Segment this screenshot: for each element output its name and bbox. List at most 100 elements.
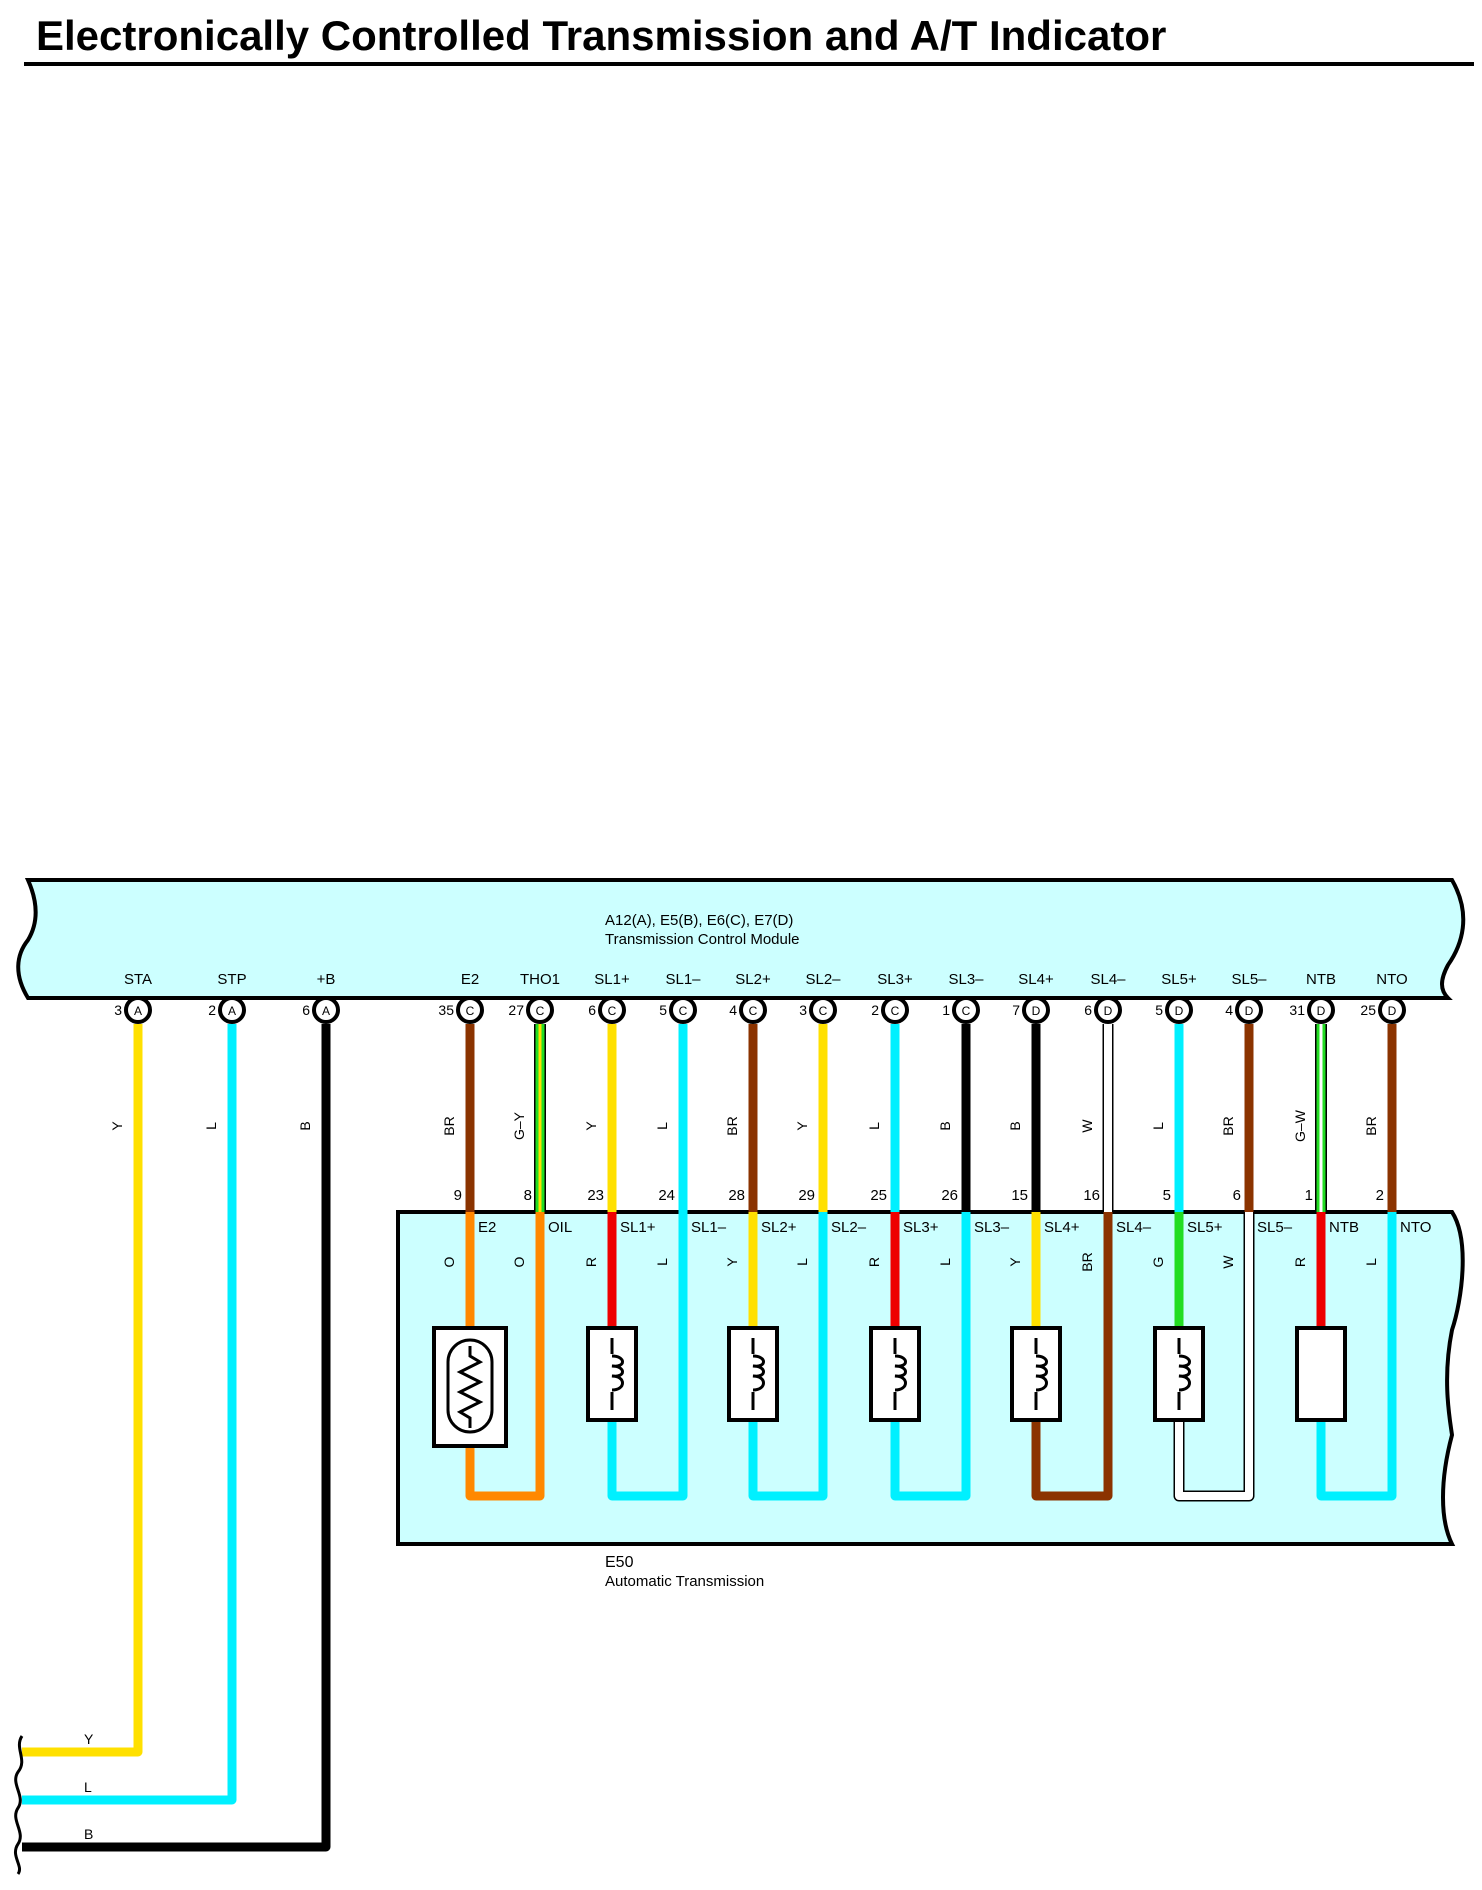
tcm-wire-STA	[22, 1024, 143, 1757]
e50-name: Automatic Transmission	[605, 1573, 764, 1590]
e50-pin-number: 24	[658, 1187, 675, 1204]
e50-wire-loop	[1316, 1212, 1397, 1501]
e50-pin-number: 8	[524, 1187, 532, 1204]
e50-wire-loop-base	[1175, 1212, 1253, 1500]
e50-pin-number: 26	[941, 1187, 958, 1204]
solenoid-sl3	[869, 1326, 921, 1422]
tcm-pin-number: 31	[1289, 1002, 1305, 1018]
connector-pin-C	[952, 996, 980, 1024]
wire-color-label: B	[1007, 1121, 1023, 1130]
connector-pin-C	[598, 996, 626, 1024]
tcm-pin-number: 4	[1225, 1002, 1233, 1018]
resistor-icon	[456, 1346, 484, 1428]
e50-wire-loop	[748, 1212, 828, 1501]
wire-color-label: Y	[794, 1121, 810, 1131]
continuation-label: B	[84, 1826, 93, 1842]
connector-letter: A	[134, 1004, 142, 1018]
tcm-pin-number: 4	[729, 1002, 737, 1018]
tcm-pin-number: 1	[942, 1002, 950, 1018]
tcm-wire-STP-base	[22, 1024, 237, 1805]
tcm-pin-number: 7	[1012, 1002, 1020, 1018]
wire-color-label: Y	[583, 1121, 599, 1131]
tcm-pin-label: SL4+	[1018, 971, 1054, 988]
e50-wire-label: BR	[1079, 1252, 1095, 1271]
e50-terminal-label: SL1+	[620, 1219, 656, 1236]
connector-pin-D	[1094, 996, 1122, 1024]
connector-pin-C	[669, 996, 697, 1024]
connector-pin-C	[809, 996, 837, 1024]
e50-wire-loop	[1031, 1212, 1113, 1501]
e50-terminal-label: SL3+	[903, 1219, 939, 1236]
tcm-wire-STA-base	[22, 1024, 143, 1757]
tcm-pin-number: 27	[508, 1002, 524, 1018]
e50-wire-label: L	[937, 1258, 953, 1266]
connector-letter: D	[1175, 1004, 1184, 1018]
continuation-break	[13, 1735, 24, 1875]
connector-pin-D	[1378, 996, 1406, 1024]
tcm-pin-number: 25	[1360, 1002, 1376, 1018]
connector-letter: C	[608, 1004, 617, 1018]
tcm-pin-label: SL3+	[877, 971, 913, 988]
wire-color-label: L	[654, 1122, 670, 1130]
connector-pin-C	[526, 996, 554, 1024]
tcm-pin-label: SL2+	[735, 971, 771, 988]
connector-letter: C	[679, 1004, 688, 1018]
connector-pin-D	[1022, 996, 1050, 1024]
tcm-pin-label: +B	[317, 971, 336, 988]
wire-color-label: B	[937, 1121, 953, 1130]
wire-color-label: BR	[724, 1116, 740, 1135]
tcm-pin-label: E2	[461, 971, 479, 988]
solenoid-sl4	[1010, 1326, 1062, 1422]
e50-pin-number: 2	[1376, 1187, 1384, 1204]
tcm-pin-label: STA	[124, 971, 152, 988]
e50-terminal-label: SL5–	[1257, 1219, 1293, 1236]
connector-pin-C	[739, 996, 767, 1024]
tcm-pin-label: SL4–	[1090, 971, 1126, 988]
e50-wire-label: L	[1363, 1258, 1379, 1266]
wire-layer	[22, 1024, 1397, 1852]
wire-color-label: L	[1150, 1122, 1166, 1130]
e50-wire-loop-base	[748, 1212, 828, 1501]
tcm-pin-label: NTO	[1376, 971, 1407, 988]
tcm-pin-number: 3	[799, 1002, 807, 1018]
connector-pin-D	[1235, 996, 1263, 1024]
coil-icon	[611, 1354, 624, 1392]
e50-pin-number: 28	[728, 1187, 745, 1204]
e50-wire-label: R	[583, 1257, 599, 1267]
e50-pin-number: 9	[454, 1187, 462, 1204]
e50-wire-label: O	[511, 1256, 527, 1267]
tcm-pin-label: NTB	[1306, 971, 1336, 988]
wire-color-label: W	[1079, 1119, 1095, 1133]
solenoid-body	[586, 1326, 638, 1422]
connector-pin-A	[218, 996, 246, 1024]
label-layer: STA3YSTP2L+B6B9E235BR8THO127G–Y23SL1+6Y2…	[84, 971, 1431, 1842]
wire-color-label: BR	[441, 1116, 457, 1135]
e50-terminal-label: SL1–	[691, 1219, 727, 1236]
e50-terminal-label: NTB	[1329, 1219, 1359, 1236]
continuation-label: Y	[84, 1731, 94, 1747]
e50-terminal-label: SL4+	[1044, 1219, 1080, 1236]
connector-letter: D	[1245, 1004, 1254, 1018]
tcm-pin-number: 3	[114, 1002, 122, 1018]
e50-wire-label: O	[441, 1256, 457, 1267]
tcm-wire-STP	[22, 1024, 237, 1805]
e50-wire-loop-base	[1031, 1212, 1113, 1501]
continuation-label: L	[84, 1779, 92, 1795]
e50-wire-loop-base	[465, 1212, 545, 1501]
connector-letter: C	[891, 1004, 900, 1018]
wire-color-label: G–Y	[511, 1111, 527, 1140]
e50-wire-label: W	[1220, 1255, 1236, 1269]
e50-pin-number: 23	[587, 1187, 604, 1204]
connector-pin-A	[312, 996, 340, 1024]
connector-letter: C	[962, 1004, 971, 1018]
e50-wire-loop	[890, 1212, 971, 1501]
tcm-pin-number: 5	[659, 1002, 667, 1018]
connector-letter: D	[1104, 1004, 1113, 1018]
tcm-connectors: A12(A), E5(B), E6(C), E7(D)	[605, 912, 793, 929]
wire-color-label: G–W	[1292, 1109, 1308, 1142]
e50-wire-loop-base	[1316, 1212, 1397, 1501]
coil-icon	[752, 1354, 765, 1392]
connector-letter: C	[749, 1004, 758, 1018]
